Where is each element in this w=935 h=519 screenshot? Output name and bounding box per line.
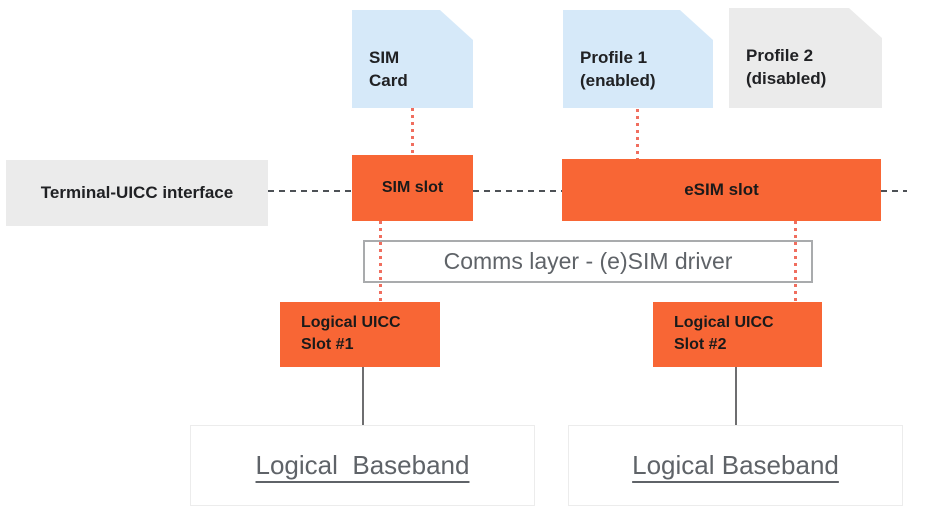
sim-card-label-line2: Card <box>369 71 408 90</box>
interface-dashed-line-segment-left <box>268 190 352 192</box>
logical-baseband-2-node: Logical Baseband <box>568 425 903 506</box>
sim-slot-to-uicc-slot-1-connector <box>379 221 382 302</box>
comms-layer-esim-driver-node: Comms layer - (e)SIM driver <box>363 240 813 283</box>
profile-2-label-line1: Profile 2 <box>746 46 814 65</box>
terminal-uicc-interface-label: Terminal-UICC interface <box>40 183 234 202</box>
esim-slot-to-uicc-slot-2-connector <box>794 221 797 302</box>
terminal-uicc-interface-label-box: Terminal-UICC interface <box>6 160 268 226</box>
uicc-slot-2-to-baseband-2-connector <box>735 367 737 425</box>
profile-1-label-line2: (enabled) <box>580 71 656 90</box>
profile-1-enabled-node: Profile 1 (enabled) <box>563 10 713 108</box>
logical-uicc-slot-1-node: Logical UICC Slot #1 <box>280 302 440 367</box>
baseband-1-label: Logical Baseband <box>255 450 470 480</box>
esim-slot-label: eSIM slot <box>684 180 759 199</box>
sim-slot-node: SIM slot <box>352 155 473 221</box>
sim-slot-label: SIM slot <box>381 179 444 196</box>
profile-2-disabled-node: Profile 2 (disabled) <box>729 8 882 108</box>
esim-slot-node: eSIM slot <box>562 159 881 221</box>
profile-2-label-line2: (disabled) <box>746 69 827 88</box>
profile-1-label-line1: Profile 1 <box>580 48 648 67</box>
comms-layer-label: Comms layer - (e)SIM driver <box>443 248 733 274</box>
logical-uicc-slot-2-node: Logical UICC Slot #2 <box>653 302 822 367</box>
uicc-slot-2-label-line1: Logical UICC <box>674 314 774 331</box>
baseband-2-label: Logical Baseband <box>632 450 839 480</box>
sim-card-label-line1: SIM <box>369 48 400 67</box>
uicc-slot-1-label-line1: Logical UICC <box>301 314 401 331</box>
sim-card-node: SIM Card <box>352 10 473 108</box>
interface-dashed-line-segment-middle <box>473 190 562 192</box>
uicc-slot-1-label-line2: Slot #1 <box>301 336 354 353</box>
sim-card-to-sim-slot-connector <box>411 108 414 155</box>
uicc-slot-2-label-line2: Slot #2 <box>674 336 727 353</box>
profile-1-to-esim-slot-connector <box>636 109 639 159</box>
logical-baseband-1-node: Logical Baseband <box>190 425 535 506</box>
uicc-slot-1-to-baseband-1-connector <box>362 367 364 425</box>
interface-dashed-line-segment-right <box>881 190 907 192</box>
